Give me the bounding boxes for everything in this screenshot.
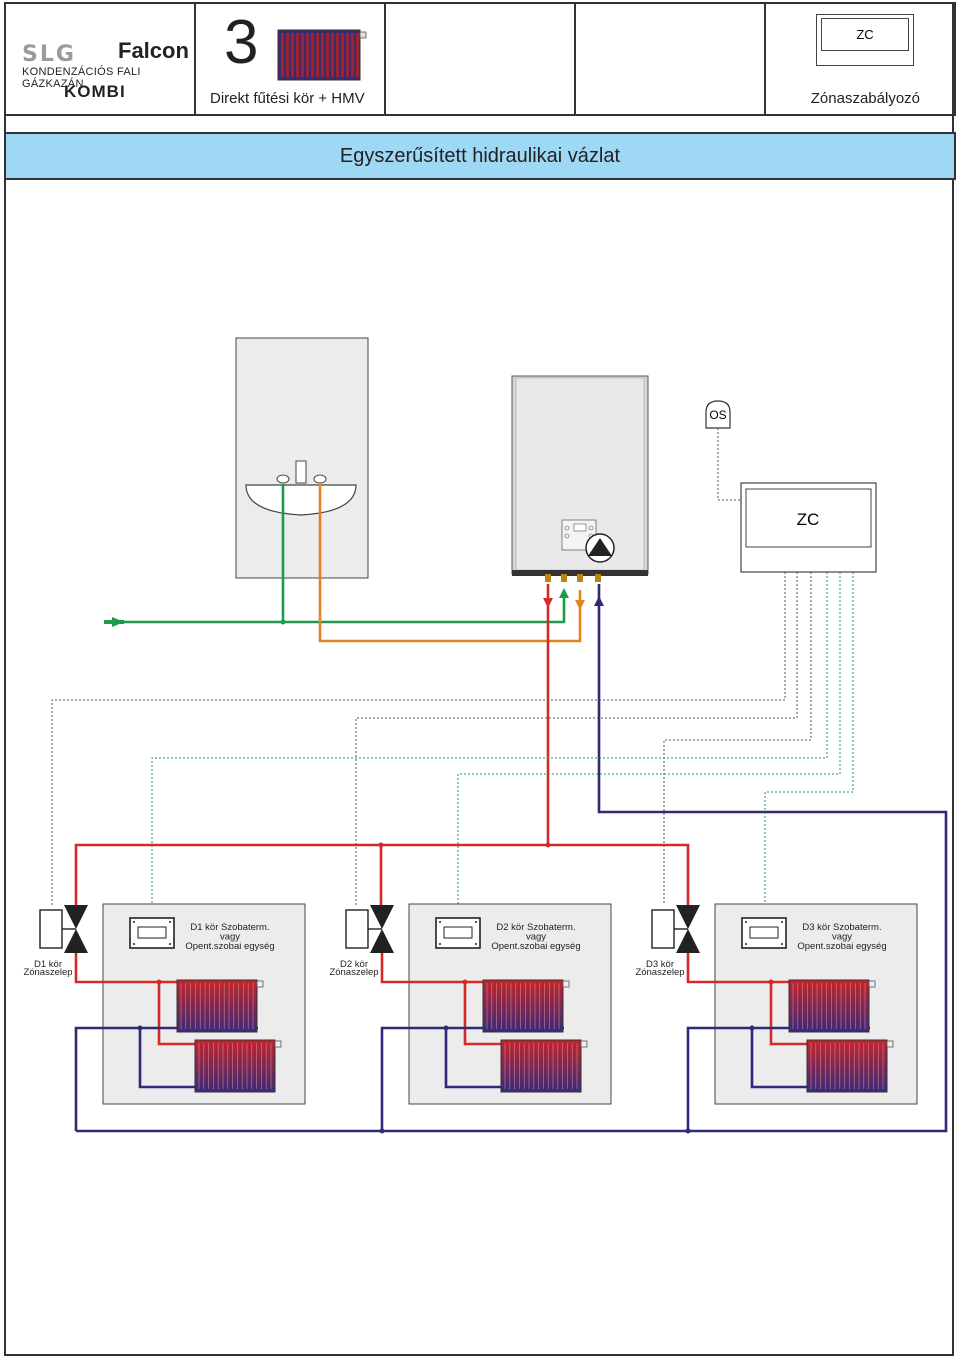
- flow-arrow-icon: [543, 598, 553, 608]
- thermostat-label-1: D1 kör Szobaterm.: [190, 922, 269, 933]
- empty-cell-2: [576, 4, 766, 114]
- faucet-icon: [295, 460, 307, 484]
- zc-device-label: ZC: [821, 18, 909, 51]
- scheme-number: 3: [224, 8, 259, 77]
- flow-junction: [545, 842, 551, 848]
- radiator-icon: [500, 1039, 588, 1093]
- os-signal-line: [717, 428, 742, 501]
- thermostat-label-2: vagy: [832, 932, 852, 943]
- zone-valve-icon: [39, 905, 88, 953]
- wall-panel: [235, 337, 369, 579]
- zone-controller-label-diagram: ZC: [797, 510, 820, 529]
- scheme-cell: 3 Direkt fűtési kör + HMV: [196, 4, 386, 114]
- logo-kombi: KOMBI: [64, 82, 126, 101]
- zone-valve-label-2: Zónaszelep: [329, 967, 378, 978]
- return-main-junction: [685, 1128, 691, 1134]
- thermostat-label-3: Opent.szobai egység: [185, 941, 274, 952]
- return-main-pipe: [76, 584, 948, 1133]
- thermostat-label-3: Opent.szobai egység: [797, 941, 886, 952]
- outdoor-sensor-icon: OS: [705, 400, 731, 429]
- return-junction: [137, 1025, 143, 1031]
- flow-junction: [462, 979, 468, 985]
- hot-tap-icon: [313, 474, 327, 484]
- cold-water-pipe: [104, 484, 566, 624]
- cold-junction: [280, 619, 286, 625]
- zone-flow-branch: [769, 982, 808, 1046]
- return-junction: [443, 1025, 449, 1031]
- flow-junction: [768, 979, 774, 985]
- boiler-connections: [545, 574, 601, 582]
- thermostat-label-2: vagy: [526, 932, 546, 943]
- radiator-icon: [482, 979, 570, 1033]
- radiator-icon: [788, 979, 876, 1033]
- logo-name: Falcon: [118, 38, 189, 63]
- radiator-icon: [194, 1039, 282, 1093]
- return-main-junction: [379, 1128, 385, 1134]
- sink-icon: [245, 484, 357, 516]
- zc-device-icon: ZC: [816, 14, 914, 66]
- empty-cell-1: [386, 4, 576, 114]
- cold-arrow-icon: [559, 588, 569, 598]
- zc-signal-lines: [51, 572, 854, 918]
- zone-controller-icon: ZC: [740, 482, 877, 573]
- logo-subtitle: KONDENZÁCIÓS FALI GÁZKAZÁN: [22, 66, 141, 90]
- zone-valve-label: D2 kör: [340, 959, 368, 970]
- zone-valve-label: D3 kör: [646, 959, 674, 970]
- room-thermostat-icon: [741, 917, 787, 949]
- cold-tap-icon: [276, 474, 290, 484]
- zone-controller-cell: ZC Zónaszabályozó: [766, 4, 954, 114]
- logo-brand: SLG: [22, 42, 76, 67]
- thermostat-label-2: vagy: [220, 932, 240, 943]
- radiator-icon: [806, 1039, 894, 1093]
- zone-controller-label: Zónaszabályozó: [810, 90, 920, 107]
- radiator-icon: [277, 29, 367, 81]
- flow-junction: [156, 979, 162, 985]
- return-junction: [749, 1025, 755, 1031]
- zone-flow-branch: [157, 982, 196, 1046]
- outdoor-sensor-label: OS: [709, 408, 726, 422]
- zone-valve-label: D1 kör: [34, 959, 62, 970]
- thermostat-label-1: D3 kör Szobaterm.: [802, 922, 881, 933]
- room-thermostat-icon: [435, 917, 481, 949]
- flow-junction-d2: [378, 842, 384, 848]
- room-thermostat-icon: [129, 917, 175, 949]
- return-arrow-icon: [594, 596, 604, 606]
- cold-inlet-stub: [104, 620, 124, 624]
- zone-valve-icon: [345, 905, 394, 953]
- hot-arrow-icon: [575, 600, 585, 610]
- logo-cell: SLG Falcon KONDENZÁCIÓS FALI GÁZKAZÁN KO…: [6, 4, 196, 114]
- zone-valve-icon: [651, 905, 700, 953]
- zone-valve-label-2: Zónaszelep: [635, 967, 684, 978]
- radiator-icon: [176, 979, 264, 1033]
- boiler-icon: [511, 375, 649, 576]
- header: SLG Falcon KONDENZÁCIÓS FALI GÁZKAZÁN KO…: [4, 2, 956, 116]
- thermostat-label-3: Opent.szobai egység: [491, 941, 580, 952]
- thermostat-label-1: D2 kör Szobaterm.: [496, 922, 575, 933]
- hot-water-pipe: [318, 484, 582, 643]
- diagram-title: Egyszerűsített hidraulikai vázlat: [4, 132, 956, 180]
- scheme-label: Direkt fűtési kör + HMV: [210, 90, 365, 107]
- zone-valve-label-2: Zónaszelep: [23, 967, 72, 978]
- zone-flow-branch: [463, 982, 502, 1046]
